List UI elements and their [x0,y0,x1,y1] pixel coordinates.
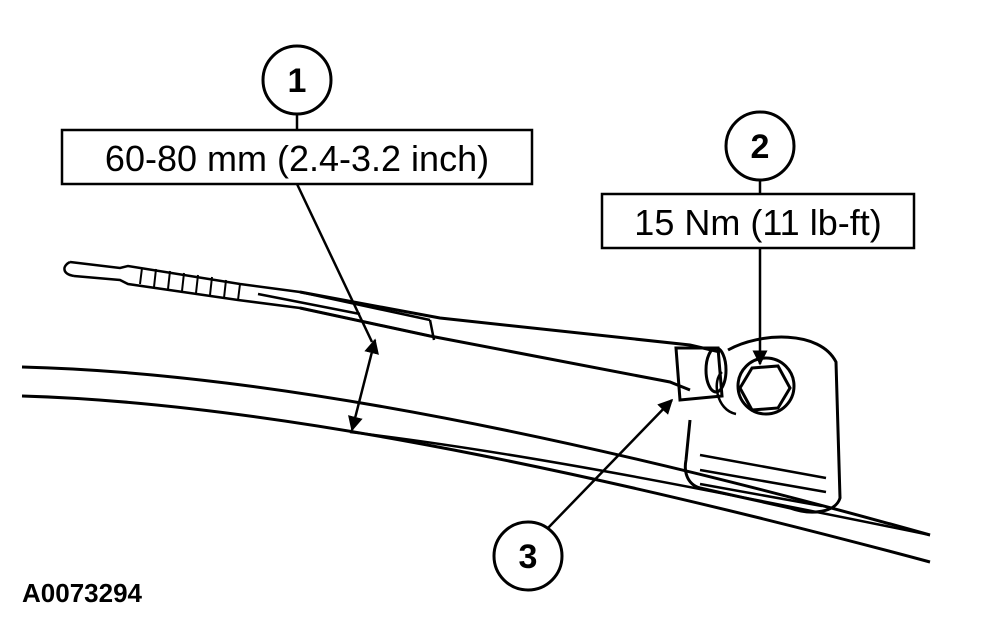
hex-nut [738,364,792,412]
callout-2: 2 15 Nm (11 lb-ft) [600,110,916,366]
callout-2-number: 2 [751,128,770,166]
wiper-arm [63,260,728,402]
callout-3: 3 [492,398,674,592]
callout-2-box [600,192,916,250]
callout-1-number: 1 [288,62,307,100]
pivot-bracket [683,335,842,514]
figure-id: A0073294 [22,578,143,608]
dimension-arrow [348,338,379,432]
callout-1-label: 60-80 mm (2.4-3.2 inch) [105,138,489,179]
callout-1: 1 60-80 mm (2.4-3.2 inch) [60,44,534,432]
callout-3-number: 3 [519,538,538,576]
callout-2-label: 15 Nm (11 lb-ft) [634,202,881,243]
windshield-edge [21,365,931,564]
part-arrow [547,398,674,529]
